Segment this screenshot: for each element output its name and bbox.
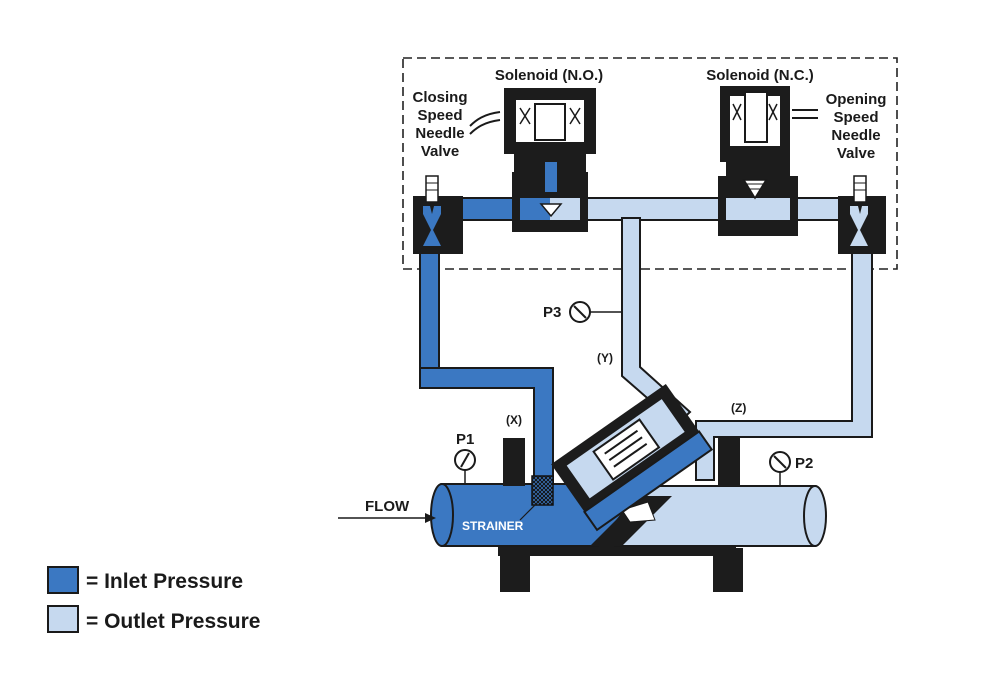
gauge-p3 [569,301,622,323]
x-line-label: (X) [506,413,522,427]
solenoid-nc-label: Solenoid (N.C.) [706,67,814,84]
svg-text:Speed: Speed [833,109,878,126]
p3-label: P3 [543,304,561,321]
y-line-label: (Y) [597,351,613,365]
closing-needle-valve [413,175,463,254]
svg-text:Closing: Closing [413,89,468,106]
inlet-tubing [419,167,564,488]
solenoid-no [469,88,596,232]
svg-text:Valve: Valve [837,145,875,162]
p2-label: P2 [795,455,813,472]
closing-needle-label: Closing Speed Needle Valve [413,89,468,160]
p1-label: P1 [456,431,474,448]
gauge-p1 [454,449,476,485]
solenoid-nc [718,86,818,236]
legend-label-inlet: = Inlet Pressure [86,570,243,593]
legend: = Inlet Pressure = Outlet Pressure [47,566,261,633]
strainer-label: STRAINER [462,519,524,533]
z-line-label: (Z) [731,401,746,415]
opening-needle-label: Opening Speed Needle Valve [826,91,887,162]
flow-arrow [338,513,436,523]
legend-label-outlet: = Outlet Pressure [86,610,261,633]
strainer-mesh [531,475,554,506]
svg-text:Opening: Opening [826,91,887,108]
svg-text:Valve: Valve [421,143,459,160]
main-valve-body [430,383,827,592]
gauge-p2 [769,451,791,487]
solenoid-no-label: Solenoid (N.O.) [495,67,603,84]
svg-text:Needle: Needle [831,127,880,144]
legend-swatch-inlet [47,566,79,594]
svg-text:Speed: Speed [417,107,462,124]
svg-text:Needle: Needle [415,125,464,142]
pilot-enclosure [402,57,898,270]
opening-needle-valve [838,175,886,254]
legend-swatch-outlet [47,605,79,633]
flow-label: FLOW [365,498,410,515]
